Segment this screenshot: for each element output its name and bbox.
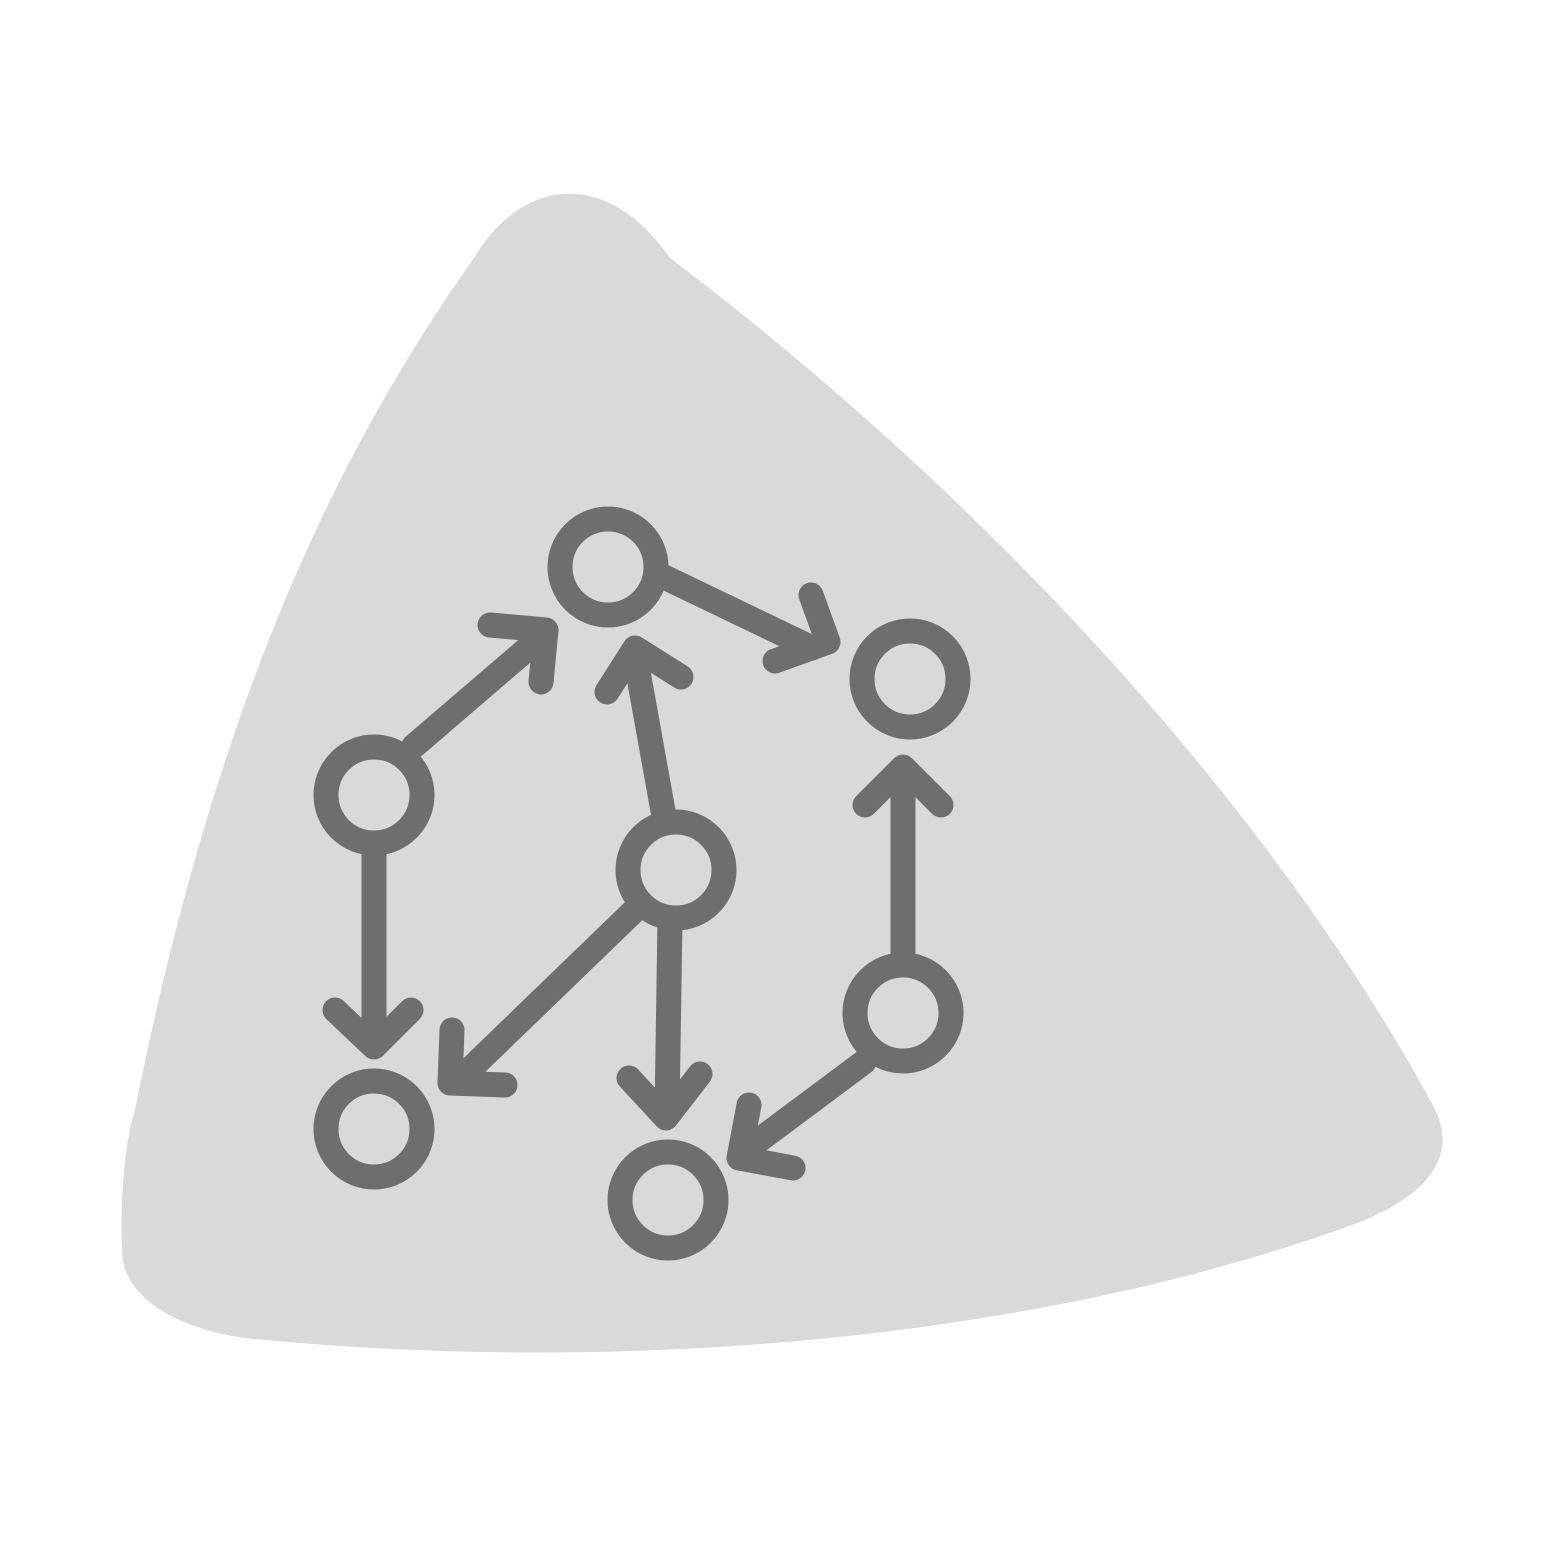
arrow-center-down (616, 907, 713, 1131)
arrow-top-to-right (647, 562, 841, 674)
node-bottom-left (313, 1068, 435, 1190)
arrow-center-down-left (437, 892, 653, 1098)
arrow-center-up (594, 635, 694, 835)
arrow-left-down (322, 832, 424, 1060)
arrow-left-to-top (401, 612, 559, 759)
arrow-right-up (852, 754, 954, 975)
node-right-upper (849, 618, 971, 740)
network-flow-icon (313, 506, 971, 1261)
node-bottom-center (607, 1139, 729, 1261)
arrow-right-down-left (726, 1049, 877, 1181)
